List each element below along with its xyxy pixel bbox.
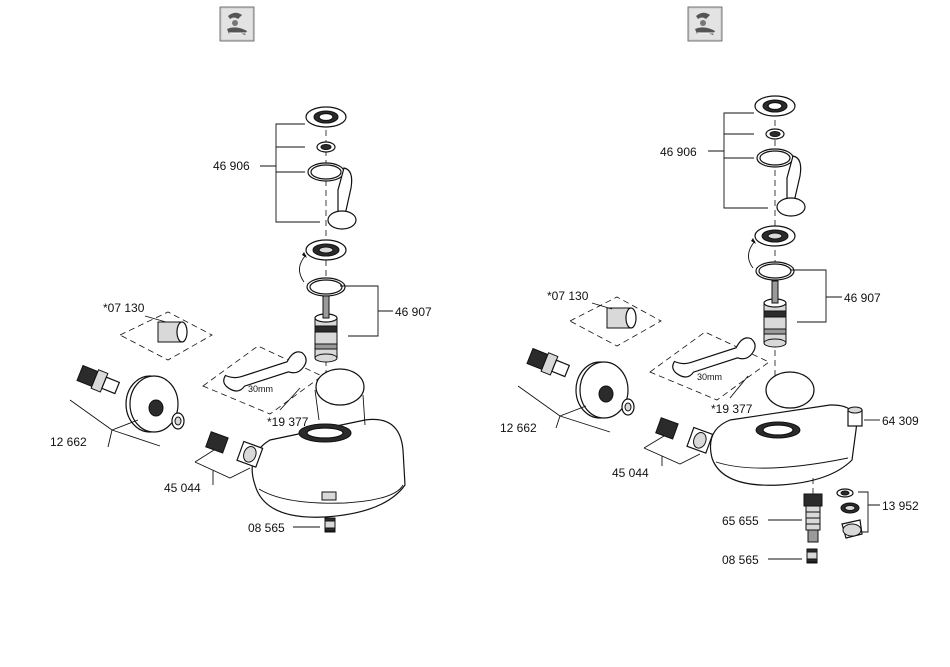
label-s-union: 12 662	[50, 435, 87, 449]
mixer-body	[252, 369, 405, 517]
plug	[848, 407, 862, 426]
diagram-left: 46 906 46 907 *07 130 30mm	[50, 7, 432, 535]
s-union	[526, 347, 571, 381]
label-s-union: 12 662	[500, 421, 537, 435]
check-valve	[325, 518, 335, 532]
cartridge	[315, 296, 337, 362]
label-union-nut: 45 044	[164, 481, 201, 495]
escutcheon	[126, 376, 184, 432]
label-cartridge-seals: 46 906	[660, 145, 697, 159]
label-handle-cap: *07 130	[547, 289, 589, 303]
label-check-valve: 08 565	[248, 521, 285, 535]
escutcheon	[576, 362, 634, 418]
spanner: 30mm	[650, 332, 769, 400]
handle-cap	[120, 312, 212, 360]
label-spanner-size: 30mm	[248, 384, 273, 394]
seal-set-parts	[755, 96, 805, 216]
label-aerator: 13 952	[882, 499, 919, 513]
union-nut	[655, 416, 713, 453]
label-cartridge-seals: 46 906	[213, 159, 250, 173]
label-union-nut: 45 044	[612, 466, 649, 480]
label-check-valve: 08 565	[722, 553, 759, 567]
label-diverter: 65 655	[722, 514, 759, 528]
label-spanner: *19 377	[711, 402, 753, 416]
cartridge-cap	[299, 240, 346, 296]
check-valve	[807, 549, 817, 563]
label-cartridge: 46 907	[844, 291, 881, 305]
seal-set-parts	[306, 107, 356, 229]
label-cartridge: 46 907	[395, 305, 432, 319]
label-spanner: *19 377	[267, 415, 309, 429]
water-saving-icon	[688, 7, 722, 41]
cartridge	[764, 281, 786, 347]
diverter	[804, 478, 822, 542]
label-handle-cap: *07 130	[103, 301, 145, 315]
aerator	[837, 489, 862, 538]
union-nut	[205, 430, 263, 467]
diagram-right: 46 906 46 907 *07 130 30mm *19 37	[500, 7, 919, 567]
label-spanner-size: 30mm	[697, 372, 722, 382]
handle-cap	[570, 297, 661, 346]
label-plug: 64 309	[882, 414, 919, 428]
water-saving-icon	[220, 7, 254, 41]
spanner: 30mm	[203, 346, 322, 414]
s-union	[76, 364, 121, 398]
cartridge-cap	[748, 226, 795, 280]
